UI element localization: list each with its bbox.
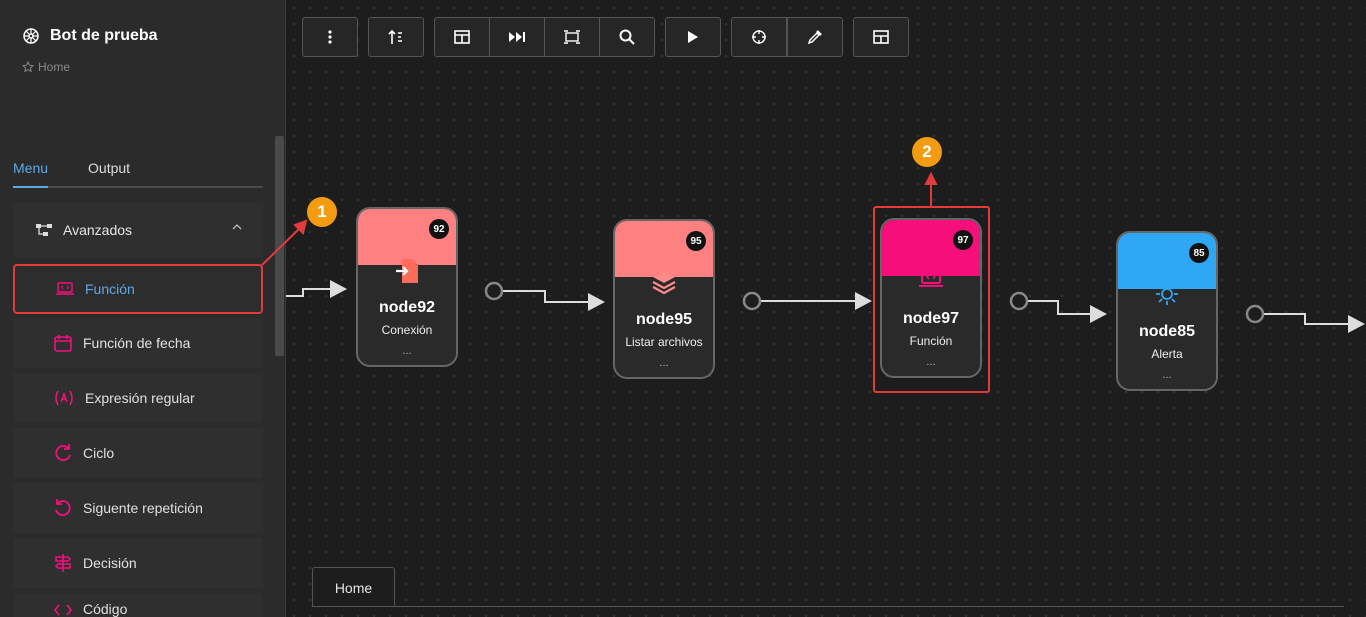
sort-button[interactable] — [368, 17, 424, 57]
more-icon — [328, 30, 332, 44]
callout-badge: 2 — [912, 137, 942, 167]
menu-item-label: Función de fecha — [83, 335, 191, 351]
target-icon — [752, 30, 766, 44]
layout-icon — [454, 30, 470, 44]
star-icon — [22, 61, 34, 73]
chevron-up-icon[interactable] — [231, 223, 243, 231]
node-type: Conexión — [381, 323, 433, 337]
group-avanzados[interactable]: Avanzados — [13, 203, 263, 257]
tab-bar-divider — [312, 606, 1344, 607]
sidebar: Bot de prueba Home Menu Output Avanzados — [0, 0, 286, 617]
more-button[interactable] — [302, 17, 358, 57]
target-button[interactable] — [731, 17, 787, 57]
table-button[interactable] — [853, 17, 909, 57]
tab-output[interactable]: Output — [88, 160, 131, 176]
play-icon — [688, 31, 698, 43]
menu-item-label: Siguente repetición — [83, 500, 203, 516]
regex-icon — [55, 390, 73, 406]
search-button[interactable] — [599, 17, 655, 57]
flow-node[interactable]: 85 node85 Alerta ... — [1116, 231, 1218, 391]
file-import-icon — [396, 259, 418, 283]
flow-node[interactable]: 92 node92 Conexión ... — [356, 207, 458, 367]
flow-icon — [36, 224, 52, 236]
laptop-code-icon — [919, 270, 943, 287]
table-icon — [873, 30, 889, 44]
node-type: Función — [909, 334, 953, 348]
tab-home[interactable]: Home — [312, 567, 395, 607]
sun-icon — [1156, 283, 1178, 305]
node-more[interactable]: ... — [1162, 369, 1172, 381]
node-more[interactable]: ... — [926, 356, 936, 368]
menu-item-label: Expresión regular — [85, 390, 195, 406]
node-highlight-box — [873, 206, 990, 393]
app-title-text: Bot de prueba — [50, 27, 158, 44]
eyedropper-icon — [807, 30, 822, 45]
play-button[interactable] — [665, 17, 721, 57]
breadcrumb-home[interactable]: Home — [38, 60, 71, 74]
code-icon — [53, 604, 73, 616]
menu-item-label: Código — [83, 601, 128, 617]
calendar-icon — [54, 335, 72, 352]
loop-icon — [55, 444, 71, 461]
menu-item-label: Función — [85, 281, 135, 297]
menu-item-decision[interactable]: Decisión — [13, 538, 263, 588]
node-more[interactable]: ... — [659, 357, 669, 369]
tab-menu[interactable]: Menu — [13, 158, 49, 188]
sidebar-scrollbar[interactable] — [275, 136, 284, 356]
search-icon — [619, 29, 635, 45]
menu-item-funcion[interactable]: Función — [13, 264, 263, 314]
menu-item-expresion-regular[interactable]: Expresión regular — [13, 373, 263, 423]
menu-item-codigo[interactable]: Código — [13, 593, 263, 617]
node-id-badge: 97 — [953, 230, 973, 250]
node-icon-wrap — [882, 268, 980, 290]
align-button[interactable] — [544, 17, 600, 57]
align-icon — [564, 30, 580, 44]
eyedropper-button[interactable] — [787, 17, 843, 57]
flow-canvas[interactable] — [286, 0, 1366, 617]
laptop-code-icon — [56, 282, 74, 295]
fast-forward-icon — [509, 32, 525, 42]
menu-item-label: Decisión — [83, 555, 137, 571]
node-id-badge: 95 — [686, 231, 706, 251]
layout-button[interactable] — [434, 17, 490, 57]
node-icon-wrap — [615, 269, 713, 295]
node-title: node97 — [902, 310, 959, 327]
menu-item-siguente-repeticion[interactable]: Siguente repetición — [13, 483, 263, 533]
undo-icon — [55, 499, 71, 516]
menu-item-ciclo[interactable]: Ciclo — [13, 428, 263, 478]
node-id-badge: 92 — [429, 219, 449, 239]
layers-icon — [652, 271, 676, 295]
node-type: Listar archivos — [625, 335, 703, 349]
breadcrumb[interactable]: Home — [22, 60, 70, 74]
node-type: Alerta — [1151, 347, 1183, 361]
flow-node[interactable]: 95 node95 Listar archivos ... — [613, 219, 715, 379]
node-title: node85 — [1138, 323, 1195, 340]
flow-node[interactable]: 97 node97 Función ... — [880, 218, 982, 378]
sort-icon — [388, 29, 402, 44]
node-more[interactable]: ... — [402, 345, 412, 357]
node-id-badge: 85 — [1189, 243, 1209, 263]
node-icon-wrap — [358, 257, 456, 285]
node-icon-wrap — [1118, 281, 1216, 307]
fast-forward-button[interactable] — [489, 17, 545, 57]
app-title: Bot de prueba — [22, 27, 158, 45]
menu-item-funcion-fecha[interactable]: Función de fecha — [13, 318, 263, 368]
node-title: node92 — [378, 299, 435, 316]
menu-item-label: Ciclo — [83, 445, 115, 461]
callout-badge: 1 — [307, 197, 337, 227]
gear-wheel-icon — [23, 28, 39, 44]
signpost-icon — [54, 554, 72, 572]
sidebar-tabs: Menu Output — [13, 158, 263, 188]
group-label: Avanzados — [63, 222, 133, 238]
node-title: node95 — [635, 311, 692, 328]
